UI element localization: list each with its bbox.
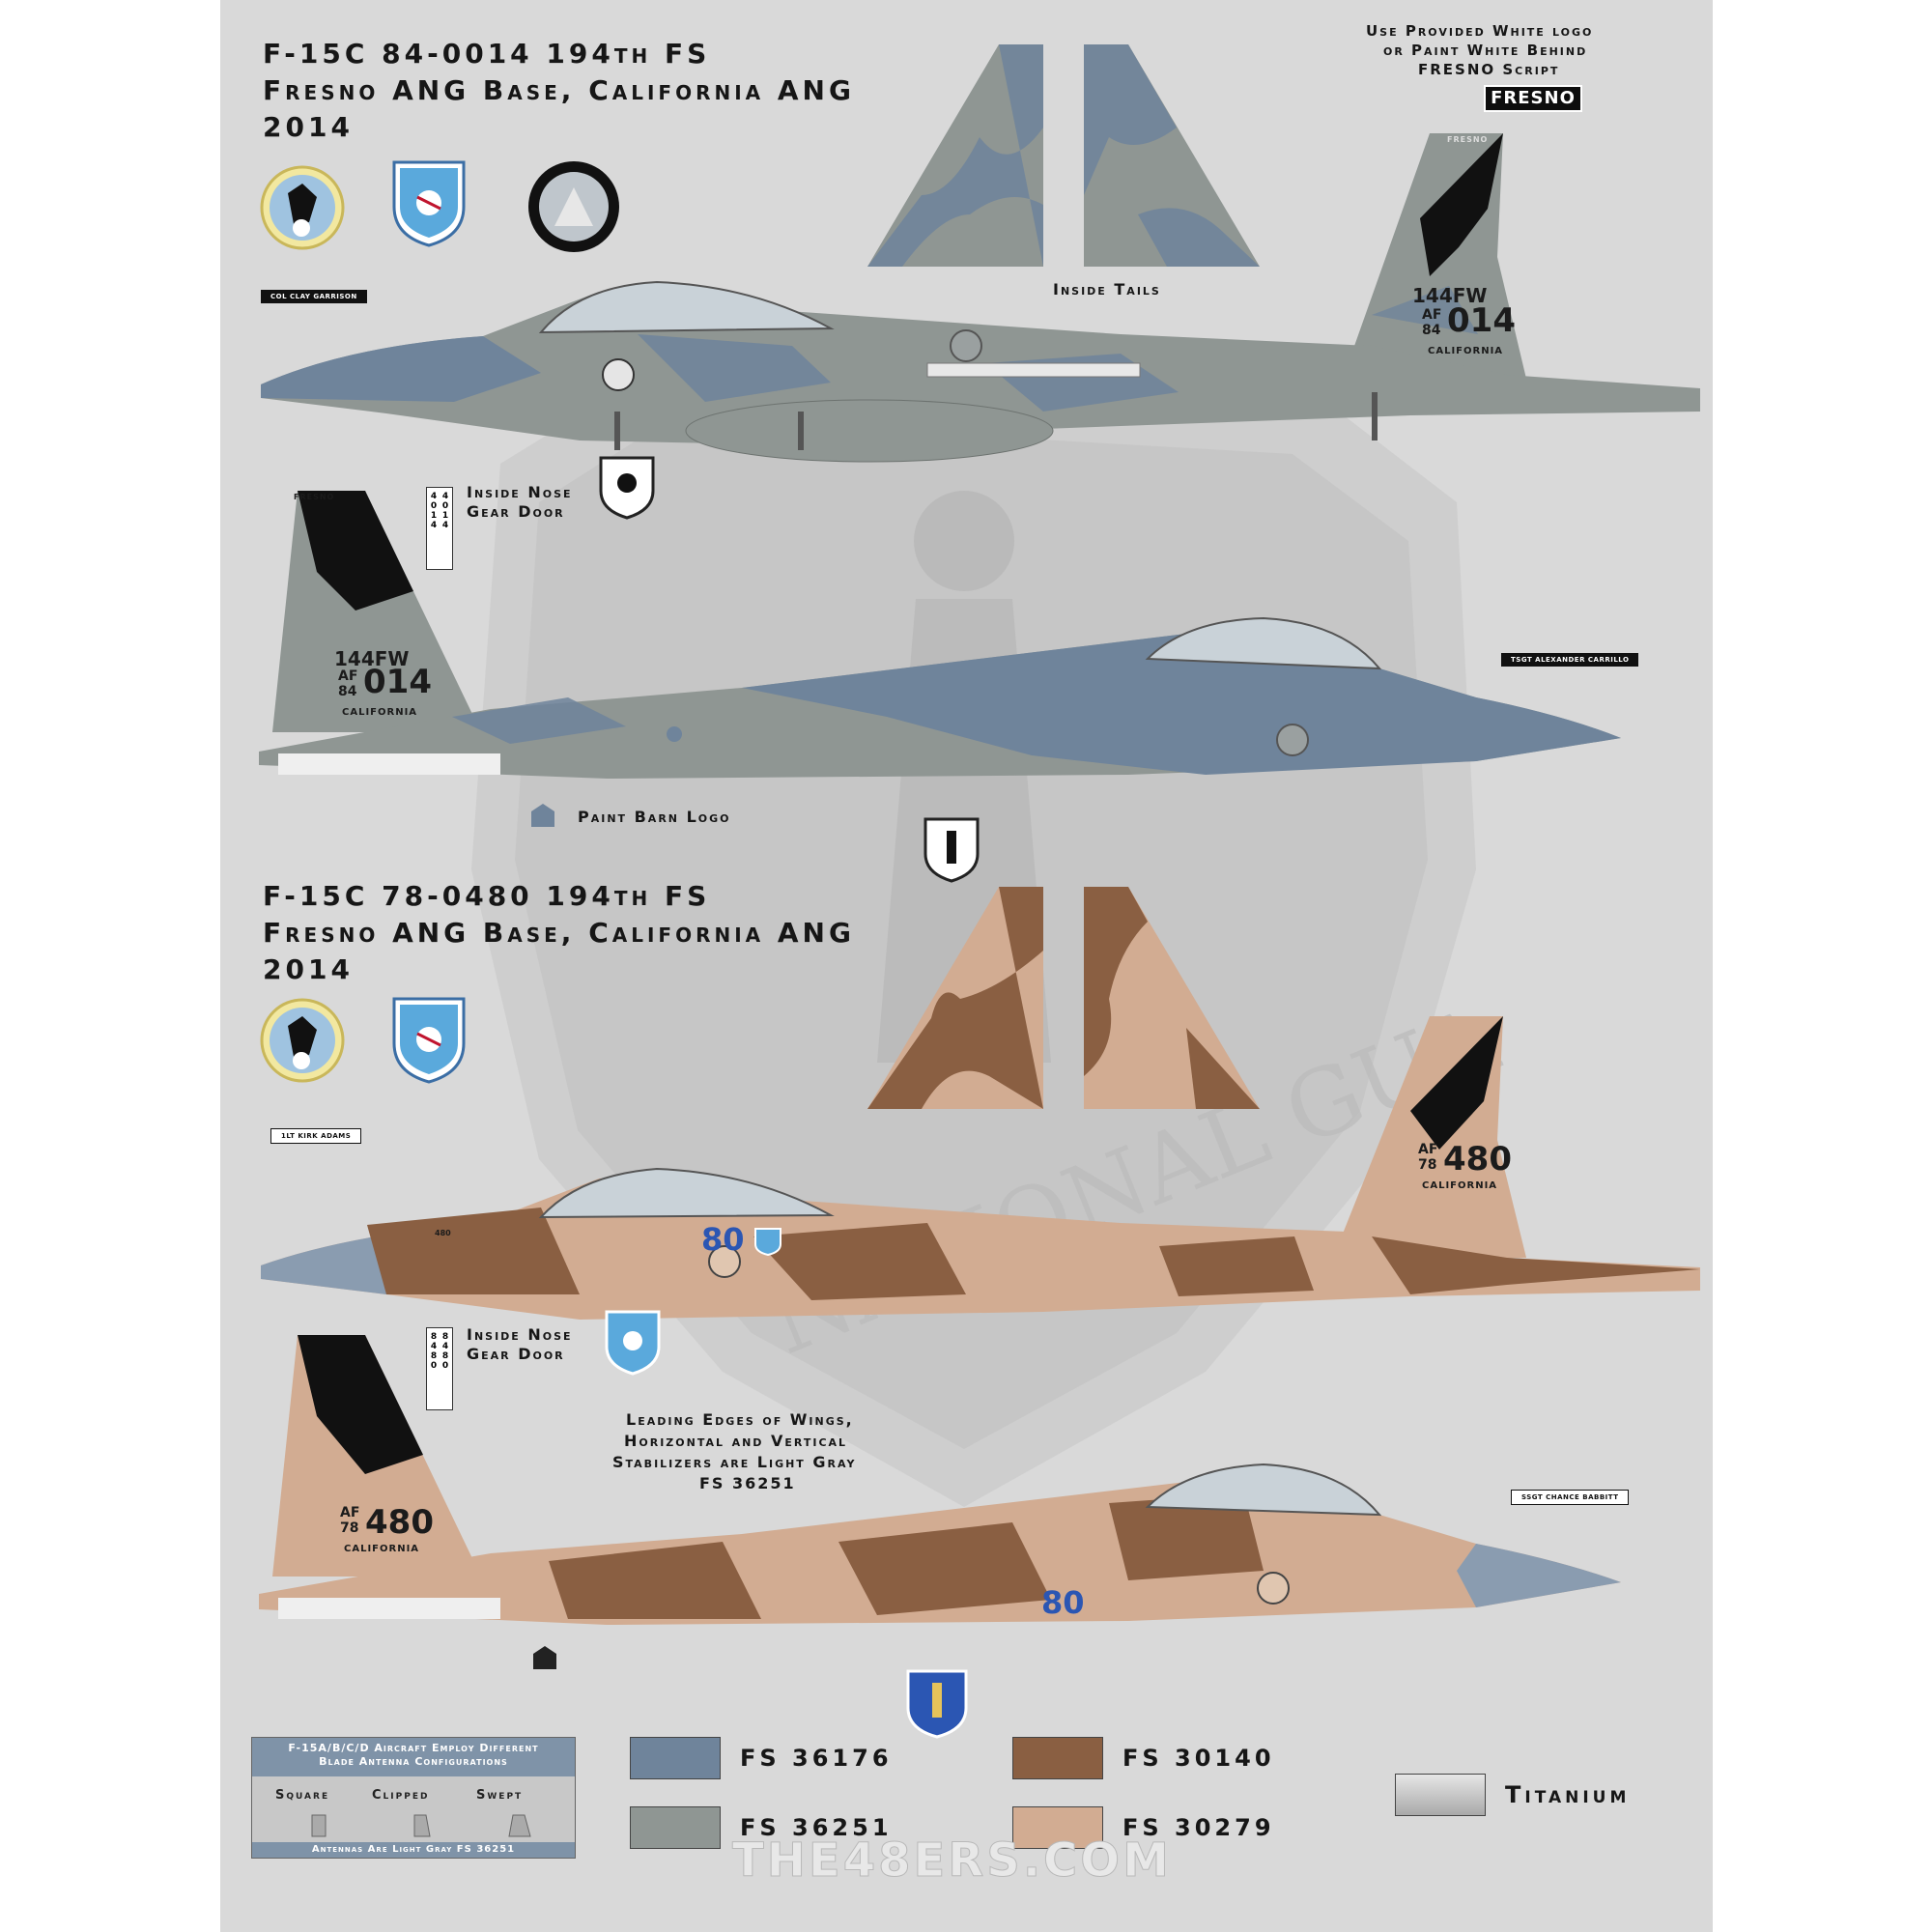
- profile1-left-tail-af: AF: [338, 668, 358, 684]
- leading-edge-line2: Horizontal and Vertical: [624, 1432, 848, 1450]
- profile2-title-line1: F-15C 78-0480 194th FS: [263, 880, 711, 912]
- profile1-left-tail-serial: 014: [363, 663, 432, 701]
- profile1-crew-chief-nameplate: TSGT ALEXANDER CARRILLO: [1501, 653, 1639, 667]
- profile2-fuselage-number: 80: [701, 1221, 745, 1258]
- profile2-nose-gear-label2: Gear Door: [467, 1345, 565, 1363]
- paint-barn-logo-icon: [531, 804, 554, 827]
- antenna-header-line1: F-15A/B/C/D Aircraft Employ Different: [288, 1742, 539, 1754]
- profile1-tail-serial: 014: [1447, 301, 1516, 340]
- profile2-minuteman-shield-icon: [906, 1669, 968, 1739]
- profile2-aircraft-left-side: [259, 1335, 1621, 1625]
- profile2-pilot-nameplate: 1LT KIRK ADAMS: [270, 1128, 362, 1144]
- profile2-tail-af: AF: [1418, 1142, 1438, 1157]
- profile2-nose-gear-label1: Inside Nose: [467, 1325, 573, 1344]
- logo-note-line1: Use Provided White logo: [1366, 22, 1594, 40]
- profile2-crew-chief-nameplate: SSGT CHANCE BABBITT: [1511, 1490, 1630, 1505]
- legend-swatch-fs36176: [630, 1737, 721, 1779]
- profile2-inside-tail-right: [1084, 887, 1260, 1109]
- legend-label-fs36176: FS 36176: [740, 1745, 893, 1772]
- profile2-left-tail-serial: 480: [365, 1503, 434, 1542]
- profile2-wing-shield-icon: [392, 997, 466, 1084]
- profile2-wing-shield-small-icon: [605, 1310, 661, 1376]
- profile2-left-tail-year: 78: [340, 1520, 359, 1536]
- antenna-config-box: F-15A/B/C/D Aircraft Employ Different Bl…: [251, 1737, 576, 1859]
- profile1-pilot-nameplate: COL CLAY GARRISON: [261, 290, 367, 303]
- leading-edge-line4: FS 36251: [699, 1474, 796, 1492]
- profile1-tail-fresno: FRESNO: [1447, 135, 1489, 144]
- profile1-left-tail-unit: 144FW: [334, 647, 410, 670]
- profile1-aircraft-left-side: [259, 491, 1621, 779]
- logo-note-line2: or Paint White Behind: [1383, 42, 1588, 59]
- anz-small-shield-icon: [599, 456, 655, 520]
- profile2-fuselage-shield-icon: [754, 1228, 781, 1256]
- profile1-title-line1: F-15C 84-0014 194th FS: [263, 38, 711, 70]
- legend-label-titanium: Titanium: [1505, 1781, 1631, 1808]
- fighter-wing-round-patch-icon: [528, 161, 619, 252]
- site-watermark: THE48ERS.COM: [732, 1833, 1172, 1889]
- leading-edge-line3: Stabilizers are Light Gray: [612, 1453, 857, 1471]
- profile2-title-line3: 2014: [263, 953, 354, 985]
- squadron-patch-icon: [260, 165, 345, 250]
- decal-sheet: NATIONAL GUA F-15C 84-0014 194th FS Fres…: [220, 0, 1713, 1932]
- legend-swatch-fs36251: [630, 1806, 721, 1849]
- profile1-tail-af: AF: [1422, 307, 1442, 323]
- profile1-tail-unit: 144FW: [1412, 284, 1488, 307]
- profile2-tail-state: CALIFORNIA: [1422, 1180, 1498, 1191]
- profile2-tail-year: 78: [1418, 1157, 1437, 1173]
- profile1-nose-gear-label2: Gear Door: [467, 502, 565, 521]
- legend-label-fs30279: FS 30279: [1122, 1814, 1275, 1841]
- profile1-inside-tail-left: [867, 44, 1043, 267]
- profile1-inside-tail-right: [1084, 44, 1260, 267]
- profile2-title-line2: Fresno ANG Base, California ANG: [263, 917, 855, 949]
- fresno-logo: FRESNO: [1484, 85, 1582, 112]
- antenna-box-header: F-15A/B/C/D Aircraft Employ Different Bl…: [252, 1738, 575, 1776]
- antenna-swept-label: Swept: [476, 1788, 524, 1803]
- profile1-left-tail-year: 84: [338, 684, 357, 699]
- profile1-left-tail-fresno: FRESNO: [294, 493, 335, 501]
- paint-barn-label: Paint Barn Logo: [578, 808, 731, 826]
- leading-edge-line1: Leading Edges of Wings,: [626, 1410, 854, 1429]
- profile1-nose-gear-label1: Inside Nose: [467, 483, 573, 501]
- profile1-title-line2: Fresno ANG Base, California ANG: [263, 74, 855, 106]
- profile2-paint-barn-logo-icon: [533, 1646, 556, 1669]
- antenna-square-label: Square: [275, 1788, 330, 1803]
- antenna-header-line2: Blade Antenna Configurations: [319, 1755, 508, 1768]
- antenna-clipped-label: Clipped: [372, 1788, 430, 1803]
- profile1-left-tail-state: CALIFORNIA: [342, 707, 418, 718]
- inside-tails-label: Inside Tails: [1053, 280, 1161, 298]
- profile2-aircraft-right-side: [261, 1016, 1700, 1320]
- profile2-left-fuselage-number: 80: [1041, 1584, 1085, 1621]
- legend-swatch-fs30279: [1012, 1806, 1103, 1849]
- legend-label-fs30140: FS 30140: [1122, 1745, 1275, 1772]
- antenna-box-footer: Antennas Are Light Gray FS 36251: [252, 1842, 575, 1858]
- legend-label-fs36251: FS 36251: [740, 1814, 893, 1841]
- profile1-tail-year: 84: [1422, 323, 1441, 338]
- profile1-aircraft-right-side: [261, 133, 1700, 463]
- legend-swatch-titanium: [1395, 1774, 1486, 1816]
- legend-swatch-fs30140: [1012, 1737, 1103, 1779]
- profile2-nose-number: 480: [435, 1229, 451, 1237]
- minuteman-shield-icon: [923, 817, 980, 883]
- profile2-inside-tail-left: [867, 887, 1043, 1109]
- profile2-left-tail-af: AF: [340, 1505, 360, 1520]
- profile1-tail-state: CALIFORNIA: [1428, 346, 1504, 356]
- profile2-left-tail-state: CALIFORNIA: [344, 1544, 420, 1554]
- wing-shield-icon: [392, 160, 466, 247]
- profile2-tail-serial: 480: [1443, 1140, 1512, 1179]
- profile1-title-line3: 2014: [263, 111, 354, 143]
- profile2-squadron-patch-icon: [260, 998, 345, 1083]
- antenna-shapes-icon: [311, 1814, 531, 1837]
- logo-note-line3: FRESNO Script: [1418, 61, 1560, 78]
